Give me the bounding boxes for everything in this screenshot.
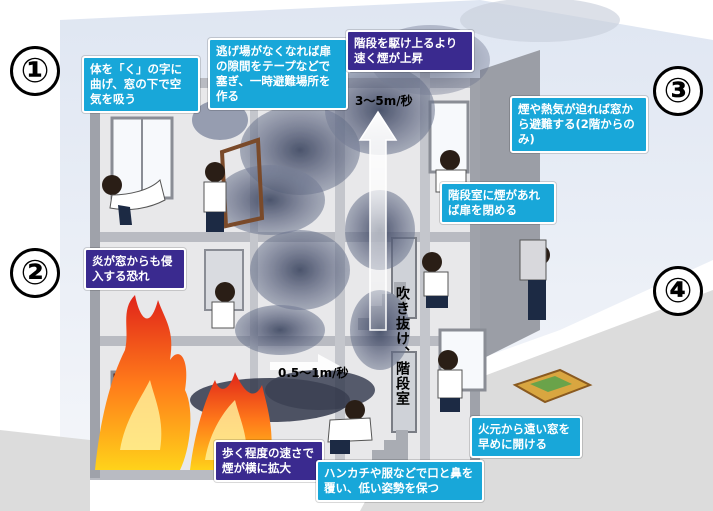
vertical-speed-label: 3～5m/秒 (355, 94, 413, 108)
marker-3: ③ (653, 66, 703, 116)
callout-smoke-spreads-horizontally: 歩く程度の速さで煙が横に拡大 (214, 440, 324, 482)
marker-1: ① (10, 46, 60, 96)
person-closing-stair-door (422, 252, 449, 308)
callout-temporary-refuge: 逃げ場がなくなれば扉の隙間をテープなどで塞ぎ、一時避難場所を作る (208, 38, 348, 110)
callout-bend-body: 体を「く」の字に曲げ、窓の下で空気を吸う (82, 56, 200, 113)
callout-open-far-window: 火元から遠い窓を早めに開ける (470, 416, 582, 458)
vertical-smoke-arrow (358, 110, 398, 331)
person-opening-window (437, 350, 463, 412)
callout-cover-mouth-nose: ハンカチや服などで口と鼻を覆い、低い姿勢を保つ (316, 460, 484, 502)
callout-fire-through-window: 炎が窓からも侵入する恐れ (84, 248, 186, 290)
escape-mat (512, 368, 593, 404)
person-taping-door (203, 162, 227, 232)
callout-window-escape: 煙や熱気が迫れば窓から避難する(2階からのみ) (510, 96, 648, 153)
person-2f-hiding (211, 282, 235, 329)
person-crawling-low (327, 400, 373, 454)
callout-stair-smoke-rises: 階段を駆け上るより速く煙が上昇 (346, 30, 474, 72)
marker-2: ② (10, 248, 60, 298)
horizontal-speed-label: 0.5～1m/秒 (278, 366, 349, 380)
fire (95, 295, 272, 470)
callout-close-stair-door: 階段室に煙があれば扉を閉める (440, 182, 556, 224)
person-escaping-window (519, 239, 550, 320)
ground-left (0, 430, 90, 511)
column-right (470, 78, 480, 478)
horizontal-smoke-arrow (270, 354, 340, 378)
stairwell-label: 吹き抜け、階段室 (394, 286, 410, 406)
marker-4: ④ (653, 266, 703, 316)
person-window-breathing (102, 175, 166, 225)
